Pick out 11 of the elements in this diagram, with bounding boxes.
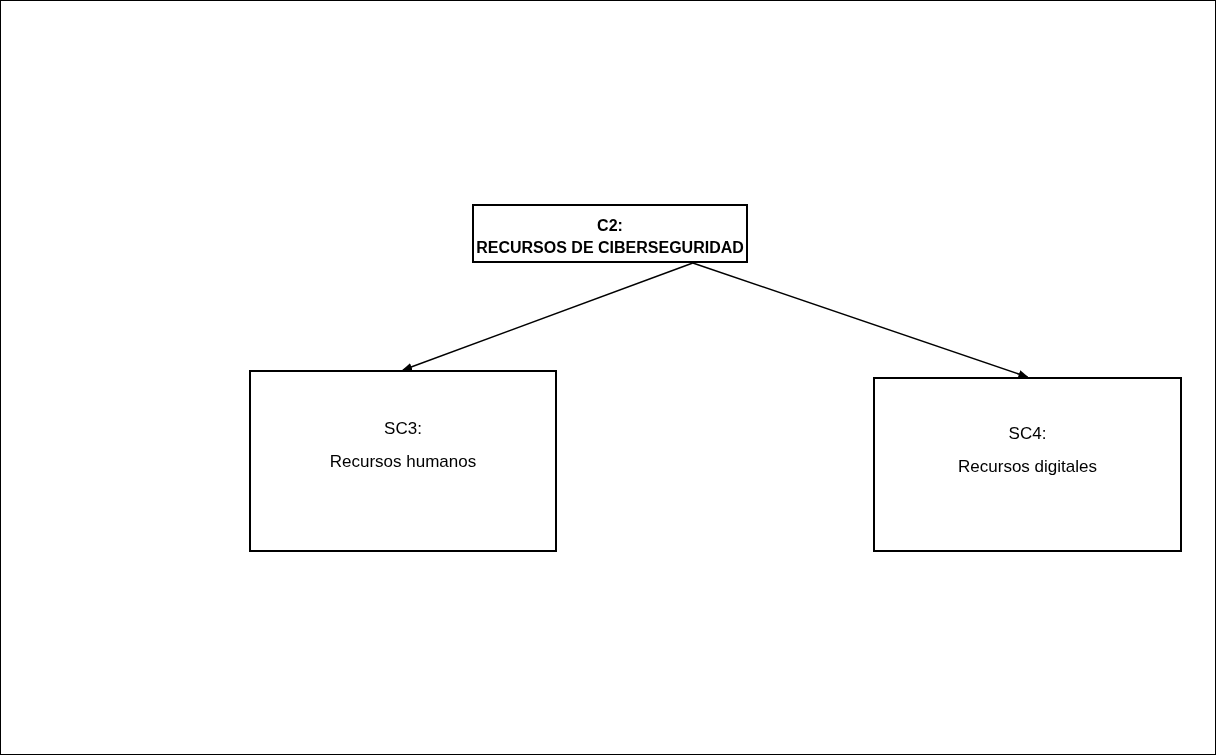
process-box: [472, 204, 748, 263]
box-code: SC3:: [384, 418, 422, 440]
process-box: [249, 370, 557, 552]
arrow: [692, 262, 1029, 378]
box-code: SC4:: [1008, 423, 1047, 445]
box-title: Recursos digitales: [958, 456, 1097, 478]
box-title: Recursos humanos: [329, 451, 477, 473]
arrow: [402, 262, 694, 371]
box-title: RECURSOS DE CIBERSEGURIDAD: [476, 238, 744, 258]
box-code: C2:: [597, 216, 623, 236]
process-box: [873, 377, 1182, 552]
